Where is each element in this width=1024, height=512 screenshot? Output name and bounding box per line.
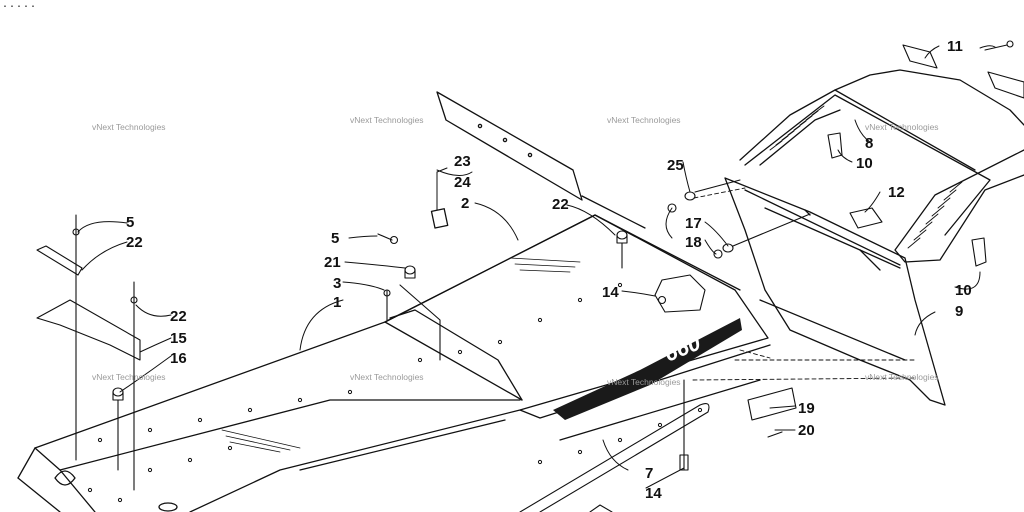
callout-11: 12	[888, 184, 905, 201]
callout-numbers: 11 8 10 12 9 10 25 17 18 22 23 24 2 5 21…	[126, 38, 972, 502]
callout-21: 15	[170, 330, 187, 347]
rear-grab-bar	[739, 69, 1024, 263]
mud-flap	[430, 91, 646, 229]
rear-bumper	[724, 177, 946, 406]
watermark-text: vNext Technologies	[92, 122, 166, 132]
callout-15: 17	[685, 215, 702, 232]
callout-10-bottom: 10	[955, 282, 972, 299]
watermark-text: vNext Technologies	[607, 115, 681, 125]
callout-5-left: 5	[126, 214, 134, 231]
watermark-text: vNext Technologies	[350, 372, 424, 382]
callout-2: 2	[461, 195, 469, 212]
corner-mark: .....	[2, 0, 38, 11]
hardware	[36, 40, 1024, 512]
callout-14-bottom: 14	[645, 485, 662, 502]
decal-text: 660	[661, 329, 705, 366]
watermark-text: vNext Technologies	[865, 372, 939, 382]
callout-1: 1	[333, 294, 341, 311]
callout-23: 23	[454, 153, 471, 170]
callout-22-left: 16	[170, 350, 187, 367]
callout-3: 3	[333, 275, 341, 292]
rear-flap-panel	[384, 214, 741, 401]
callout-24: 24	[454, 174, 471, 191]
callout-9: 9	[955, 303, 963, 320]
callout-22-right: 22	[552, 196, 569, 213]
callout-18: 20	[798, 422, 815, 439]
callout-25: 25	[667, 157, 684, 174]
tunnel-decal: 660	[553, 318, 742, 420]
callout-8: 8	[865, 135, 873, 152]
callout-22-middle: 21	[324, 254, 341, 271]
leader-lines	[77, 45, 996, 489]
watermark-text: vNext Technologies	[865, 122, 939, 132]
watermark-text: vNext Technologies	[607, 377, 681, 387]
callout-17: 19	[798, 400, 815, 417]
alignment-lines	[692, 187, 916, 381]
callout-10-top: 10	[856, 155, 873, 172]
callout-5-middle: 5	[331, 230, 339, 247]
callout-16: 18	[685, 234, 702, 251]
callout-14-top: 14	[602, 284, 619, 301]
callout-7: 7	[645, 465, 653, 482]
watermark-text: vNext Technologies	[350, 115, 424, 125]
callout-20: 22	[170, 308, 187, 325]
callout-19: 22	[126, 234, 143, 251]
watermark-text: vNext Technologies	[92, 372, 166, 382]
callout-12: 11	[947, 38, 963, 55]
watermarks: vNext Technologies vNext Technologies vN…	[92, 115, 939, 387]
